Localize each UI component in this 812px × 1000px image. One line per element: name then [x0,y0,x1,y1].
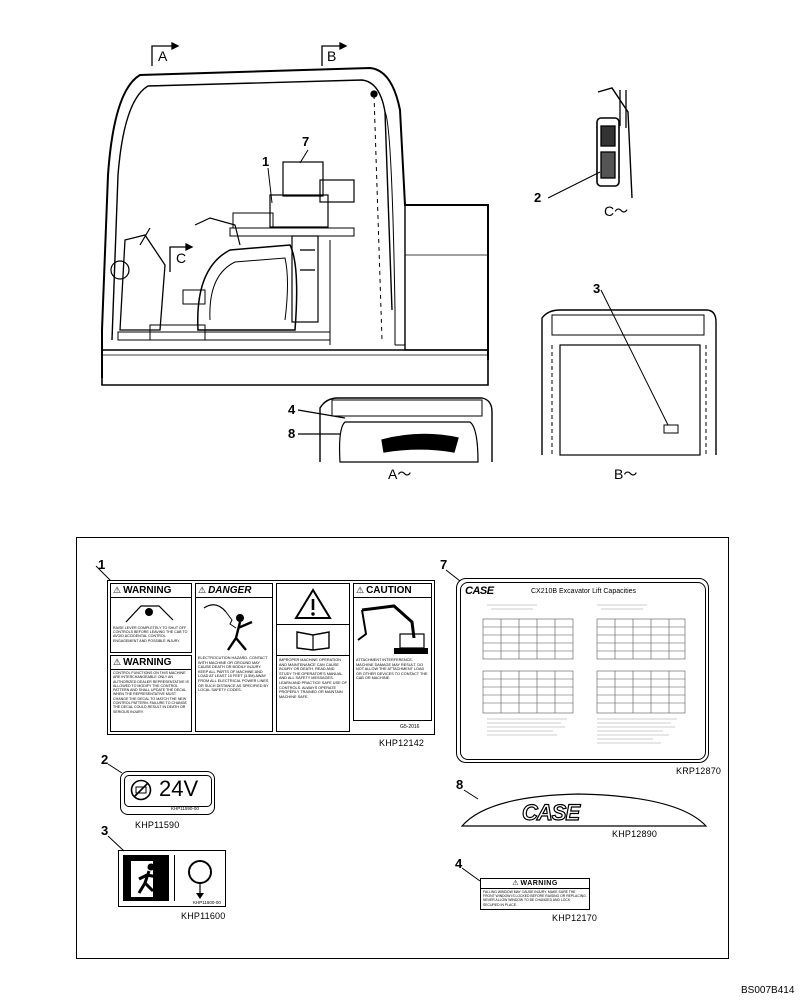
warning-triangle-icon: ⚠ [113,657,122,667]
decal-7-tables [482,604,686,744]
decal-1-warning-1-header: WARNING [123,585,172,596]
decal-7-lift-capacity-chart: CASE CX210B Excavator Lift Capacities [456,578,709,763]
view-caption-a: A～ [388,466,412,482]
decal-1-part-number: KHP12142 [379,738,425,748]
decal-1-caution-panel: ⚠ CAUTION ATTACHMENT INTERFERENCE. MACHI… [353,583,432,721]
decal-1-safety-sheet [107,580,435,735]
no-battery-icon [130,779,152,801]
decal-3-small-code: KHP11600-00 [193,900,221,905]
decal-4-callout: 4 [455,856,463,871]
cab-callout-7: 7 [302,134,310,149]
decal-3-leader [107,835,125,852]
decal-1-warning-panel-2: ⚠ WARNING CONTROL FUNCTIONS ON THIS MACH… [110,655,192,732]
decal-1-caution-header: CAUTION [366,585,412,596]
section-marker-b: B [327,48,337,64]
view-caption-c: C～ [604,203,629,219]
decal-7-inner-frame [460,582,706,760]
decal-2-voltage: 24V [159,776,199,801]
lever-illustration-icon [111,598,191,626]
decal-1-warning-1-text: RAISE LEVER COMPLETELY TO SHUT OFF CONTR… [113,626,188,643]
decal-7-part-number: KRP12870 [676,766,722,776]
decal-1-caution-text: ATTACHMENT INTERFERENCE. MACHINE DAMAGE … [356,658,428,681]
decal-4-leader [461,867,481,882]
decal-2-voltage-decal: 24V KHP11590-00 [120,771,215,815]
decal-2-leader [107,763,123,774]
alert-triangle-icon [277,584,349,625]
warning-triangle-icon: ⚠ [512,880,519,887]
decal-1-danger-text: ELECTROCUTION HAZARD. CONTACT WITH MACHI… [198,656,269,693]
electrocution-icon [196,598,272,656]
decal-8-leader [463,789,479,800]
cab-drawing [101,41,717,463]
decal-1-danger-header: DANGER [208,585,252,596]
decal-1-manual-panel: IMPROPER MACHINE OPERATION AND MAINTENAN… [276,583,350,732]
decal-1-warning-2-header: WARNING [123,657,172,668]
decal-3-part-number: KHP11600 [181,911,226,921]
warning-triangle-icon: ⚠ [113,585,122,595]
cab-callout-4: 4 [288,402,296,417]
decal-1-warning-2-text: CONTROL FUNCTIONS ON THIS MACHINE ARE IN… [113,671,189,714]
decal-3-emergency-exit-decal: KHP11600-00 [118,850,226,907]
decal-2-inner-frame [124,775,212,807]
decal-1-warning-panel-1: ⚠ WARNING RAISE LEVER COMPLETELY TO SHUT… [110,583,192,653]
cab-callout-3: 3 [593,281,601,296]
decal-2-part-number: KHP11590 [135,820,180,830]
decal-2-small-code: KHP11590-00 [171,806,199,811]
decal-8-brand-logo: CASE [521,799,580,825]
caution-triangle-icon: ⚠ [356,585,365,595]
decal-8-part-number: KHP12890 [612,829,658,839]
view-caption-b: B～ [614,466,638,482]
decal-4-part-number: KHP12170 [552,913,598,923]
decal-kit-panel [76,537,729,959]
operator-manual-icon [277,625,349,656]
emergency-exit-icon [123,855,169,901]
decal-7-leader [445,569,461,582]
danger-triangle-icon: ⚠ [198,585,207,595]
decal-8-case-visor-strip [460,793,708,827]
cab-callout-8: 8 [288,426,296,441]
decal-3-callout: 3 [101,823,109,838]
cab-callout-1: 1 [262,154,270,169]
decal-4-text: FALLING WINDOW MAY CAUSE INJURY. MAKE SU… [483,890,587,907]
cab-callout-2: 2 [534,190,542,205]
decal-2-callout: 2 [101,752,109,767]
decal-4-window-warning: ⚠ WARNING FALLING WINDOW MAY CAUSE INJUR… [480,878,590,910]
decal-1-danger-panel: ⚠ DANGER ELECTROCUTION HAZARD. CONTACT W… [195,583,273,732]
section-marker-a: A [158,48,168,64]
excavator-interference-icon [354,598,431,658]
decal-1-manual-text: IMPROPER MACHINE OPERATION AND MAINTENAN… [279,658,347,699]
decal-4-header: WARNING [520,880,558,887]
decal-1-callout: 1 [98,557,106,572]
decal-7-callout: 7 [440,557,448,572]
decal-7-title: CX210B Excavator Lift Capacities [531,588,637,595]
section-marker-c: C [176,250,187,266]
figure-id: BS007B414 [741,985,795,996]
decal-3-divider [174,855,175,901]
hammer-circle-icon [177,855,223,901]
decal-7-brand-logo: CASE [465,585,494,597]
decal-8-callout: 8 [456,777,464,792]
decal-1-small-code: G5-2016 [400,724,420,730]
